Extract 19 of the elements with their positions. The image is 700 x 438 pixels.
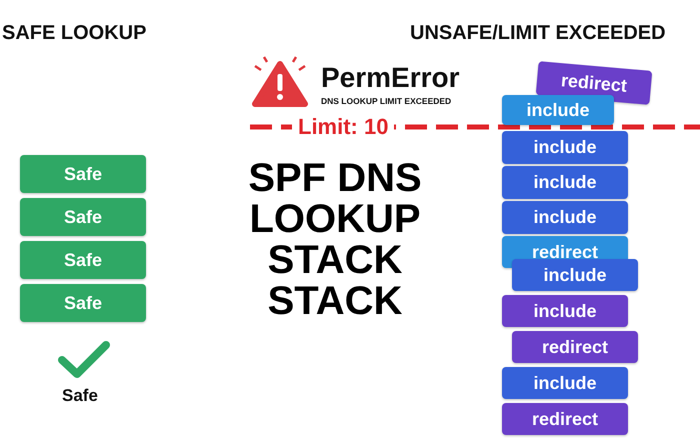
error-subtitle: DNS LOOKUP LIMIT EXCEEDED <box>321 96 452 106</box>
diagram-title: SPF DNS LOOKUP STACK STACK <box>247 158 423 322</box>
lookup-block: include <box>502 201 628 234</box>
safe-block: Safe <box>20 198 146 236</box>
lookup-block: include <box>502 131 628 164</box>
lookup-block: include <box>502 95 614 125</box>
lookup-block: include <box>512 259 638 291</box>
error-heading: PermError <box>321 62 460 94</box>
lookup-block: include <box>502 367 628 399</box>
section-heading: SAFE LOOKUP <box>2 22 146 45</box>
safe-block: Safe <box>20 284 146 322</box>
safe-block: Safe <box>20 241 146 279</box>
lookup-block: include <box>502 295 628 327</box>
lookup-block: redirect <box>512 331 638 363</box>
section-heading: UNSAFE/LIMIT EXCEEDED <box>410 22 666 45</box>
lookup-block: include <box>502 166 628 199</box>
safe-block: Safe <box>20 155 146 193</box>
lookup-block: redirect <box>502 403 628 435</box>
check-caption: Safe <box>62 386 98 406</box>
